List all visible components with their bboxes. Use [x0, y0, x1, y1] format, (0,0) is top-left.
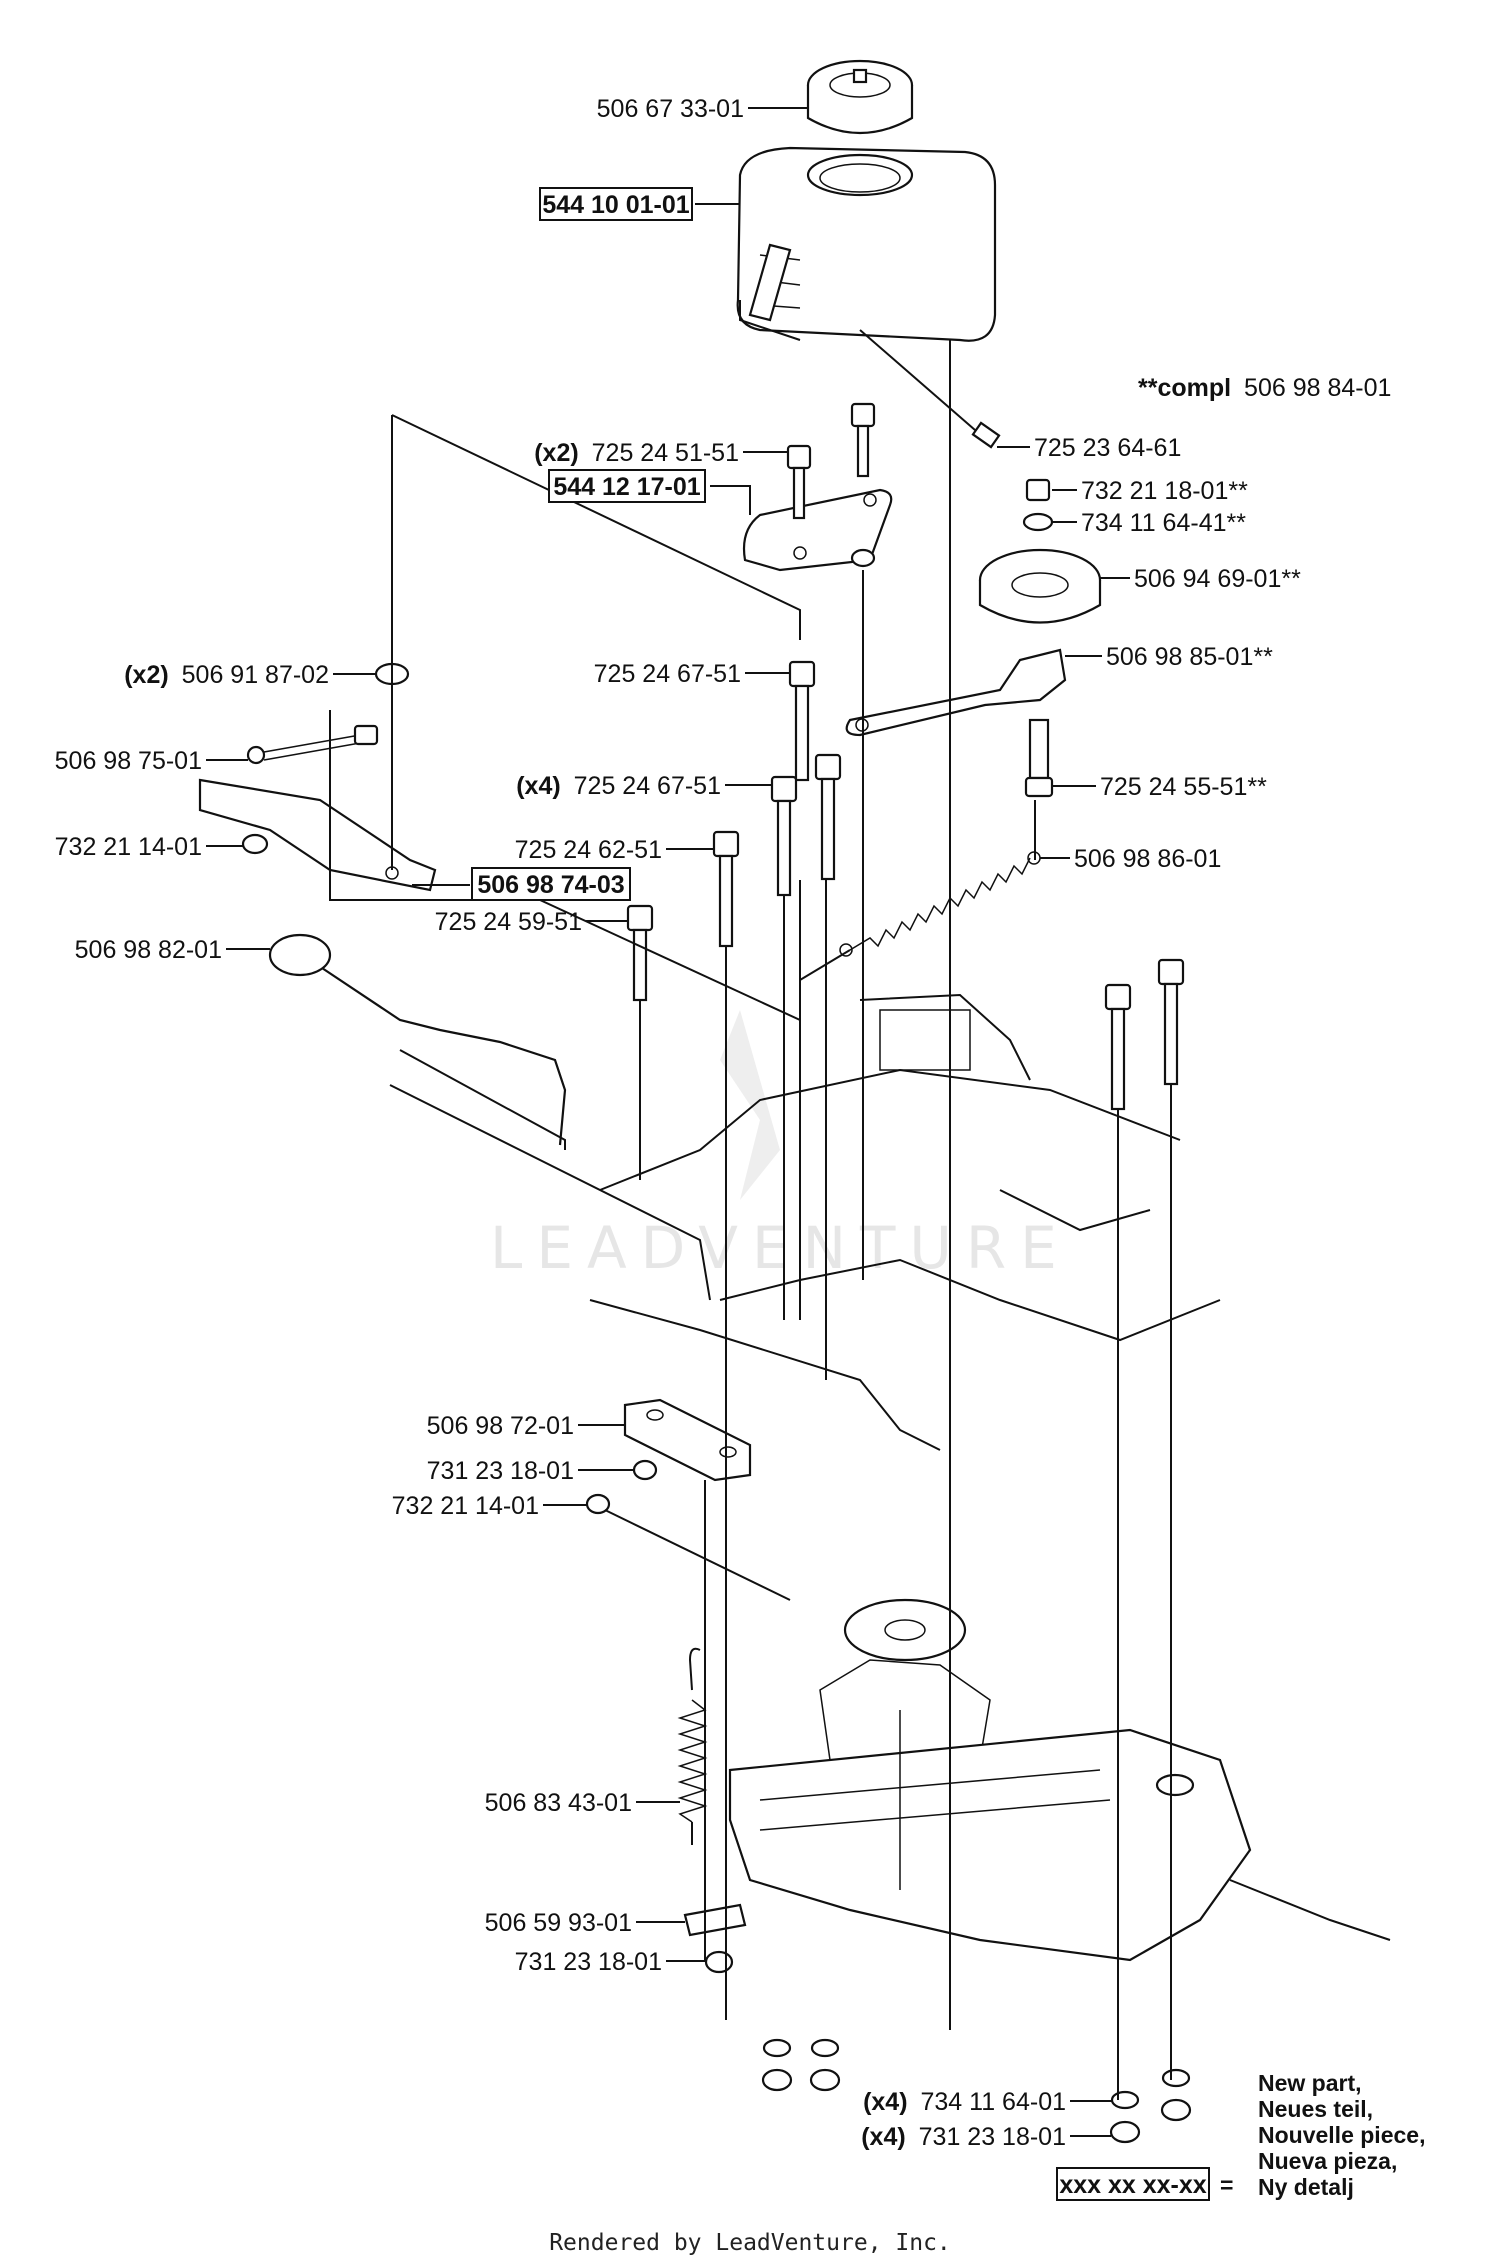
- label-bolt-6751-b-qty: (x4): [516, 772, 560, 800]
- callout-labels: 506 67 33-01 544 10 01-01 **compl 506 98…: [55, 95, 1392, 2151]
- frame-drawing: [389, 993, 1221, 1451]
- assembly-lines: [329, 340, 1172, 2100]
- bottom-nuts-drawing: [761, 2038, 1192, 2144]
- legend-placeholder-box: [1056, 2167, 1210, 2201]
- label-nut-bottom: (x4) 731 23 18-01: [861, 2123, 1066, 2151]
- label-nut-rod: 732 21 14-01: [55, 833, 202, 861]
- label-lift-rod: 506 98 82-01: [75, 936, 222, 964]
- label-bolt-bracket: (x2) 725 24 51-51: [534, 439, 739, 467]
- lift-rod-drawing: [268, 933, 567, 1146]
- label-bolt-6751-b: (x4) 725 24 67-51: [516, 772, 721, 800]
- label-idler-arm: 506 98 85-01**: [1106, 643, 1273, 671]
- label-bracket: 544 12 17-01: [553, 473, 700, 501]
- label-spring-trans: 506 83 43-01: [485, 1789, 632, 1817]
- label-bolt-idler: 725 24 55-51**: [1100, 773, 1267, 801]
- label-bolt-tank: 725 23 64-61: [1034, 434, 1181, 462]
- label-washer-pulley: 734 11 64-41**: [1081, 509, 1246, 537]
- label-grommet-number: 506 91 87-02: [182, 661, 329, 689]
- label-nut-cable: 732 21 14-01: [392, 1492, 539, 1520]
- watermark: LEADVENTURE: [490, 1010, 1071, 1282]
- label-bolt-5951: 725 24 59-51: [435, 908, 582, 936]
- label-bolt-6751-a: 725 24 67-51: [594, 660, 741, 688]
- spring-idler-drawing: [849, 857, 1031, 951]
- label-bolt-bracket-qty: (x2): [534, 439, 578, 467]
- legend-line-2: Neues teil,: [1258, 2096, 1373, 2122]
- label-nut-block: 731 23 18-01: [427, 1457, 574, 1485]
- legend-line-1: New part,: [1258, 2070, 1362, 2096]
- label-plate: 506 59 93-01: [485, 1909, 632, 1937]
- label-washer-bottom-qty: (x4): [863, 2088, 907, 2116]
- label-lever-box: [471, 867, 631, 901]
- label-grommet-qty: (x2): [124, 661, 168, 689]
- label-washer-bottom-number: 734 11 64-01: [921, 2088, 1067, 2116]
- label-grommet: (x2) 506 91 87-02: [124, 661, 329, 689]
- label-bolt-6751-b-number: 725 24 67-51: [574, 772, 721, 800]
- label-rod-end: 506 98 75-01: [55, 747, 202, 775]
- label-washer-bottom: (x4) 734 11 64-01: [863, 2088, 1066, 2116]
- lever-drawing: [198, 778, 437, 892]
- pulley-drawing: [978, 478, 1102, 624]
- label-spacer-block: 506 98 72-01: [427, 1412, 574, 1440]
- label-bracket-box: [548, 469, 706, 503]
- label-nut-pulley: 732 21 18-01**: [1081, 477, 1248, 505]
- legend-placeholder: xxx xx xx-xx: [1059, 2171, 1206, 2199]
- legend-equals: =: [1220, 2172, 1233, 2198]
- label-tank-cap: 506 67 33-01: [597, 95, 744, 123]
- rod-end-drawing: [246, 724, 379, 765]
- legend-line-3: Nouvelle piece,: [1258, 2122, 1425, 2148]
- long-bolts-drawing: [626, 660, 1185, 1111]
- legend-line-4: Nueva pieza,: [1258, 2148, 1397, 2174]
- legend-line-5: Ny detalj: [1258, 2174, 1354, 2200]
- legend: New part, Neues teil, Nouvelle piece, Nu…: [1056, 2070, 1425, 2201]
- fuel-tank-drawing: [736, 146, 997, 342]
- bracket-bolts-drawing: [786, 402, 876, 568]
- label-fuel-tank-box: [539, 187, 693, 221]
- compl-number: 506 98 84-01: [1244, 374, 1391, 402]
- tank-cap-drawing: [806, 59, 914, 134]
- label-pulley: 506 94 69-01**: [1134, 565, 1301, 593]
- idler-arm-drawing: [845, 648, 1067, 737]
- parts-drawing: [198, 59, 1391, 2144]
- footer-credit: Rendered by LeadVenture, Inc.: [549, 2230, 951, 2256]
- label-nut-plate: 731 23 18-01: [515, 1948, 662, 1976]
- label-lever: 506 98 74-03: [477, 871, 624, 899]
- label-nut-bottom-number: 731 23 18-01: [919, 2123, 1066, 2151]
- compl-prefix: **compl: [1138, 374, 1231, 402]
- label-nut-bottom-qty: (x4): [861, 2123, 905, 2151]
- leader-lines: [206, 107, 1130, 2137]
- label-spring-idler: 506 98 86-01: [1074, 845, 1221, 873]
- spring-trans-drawing: [677, 1699, 708, 1823]
- label-fuel-tank: 544 10 01-01: [542, 191, 689, 219]
- compl-note: **compl 506 98 84-01: [1138, 374, 1391, 402]
- label-bolt-bracket-number: 725 24 51-51: [592, 439, 739, 467]
- label-bolt-6251: 725 24 62-51: [515, 836, 662, 864]
- transmission-drawing: [728, 1598, 1391, 1962]
- watermark-text: LEADVENTURE: [490, 1214, 1071, 1282]
